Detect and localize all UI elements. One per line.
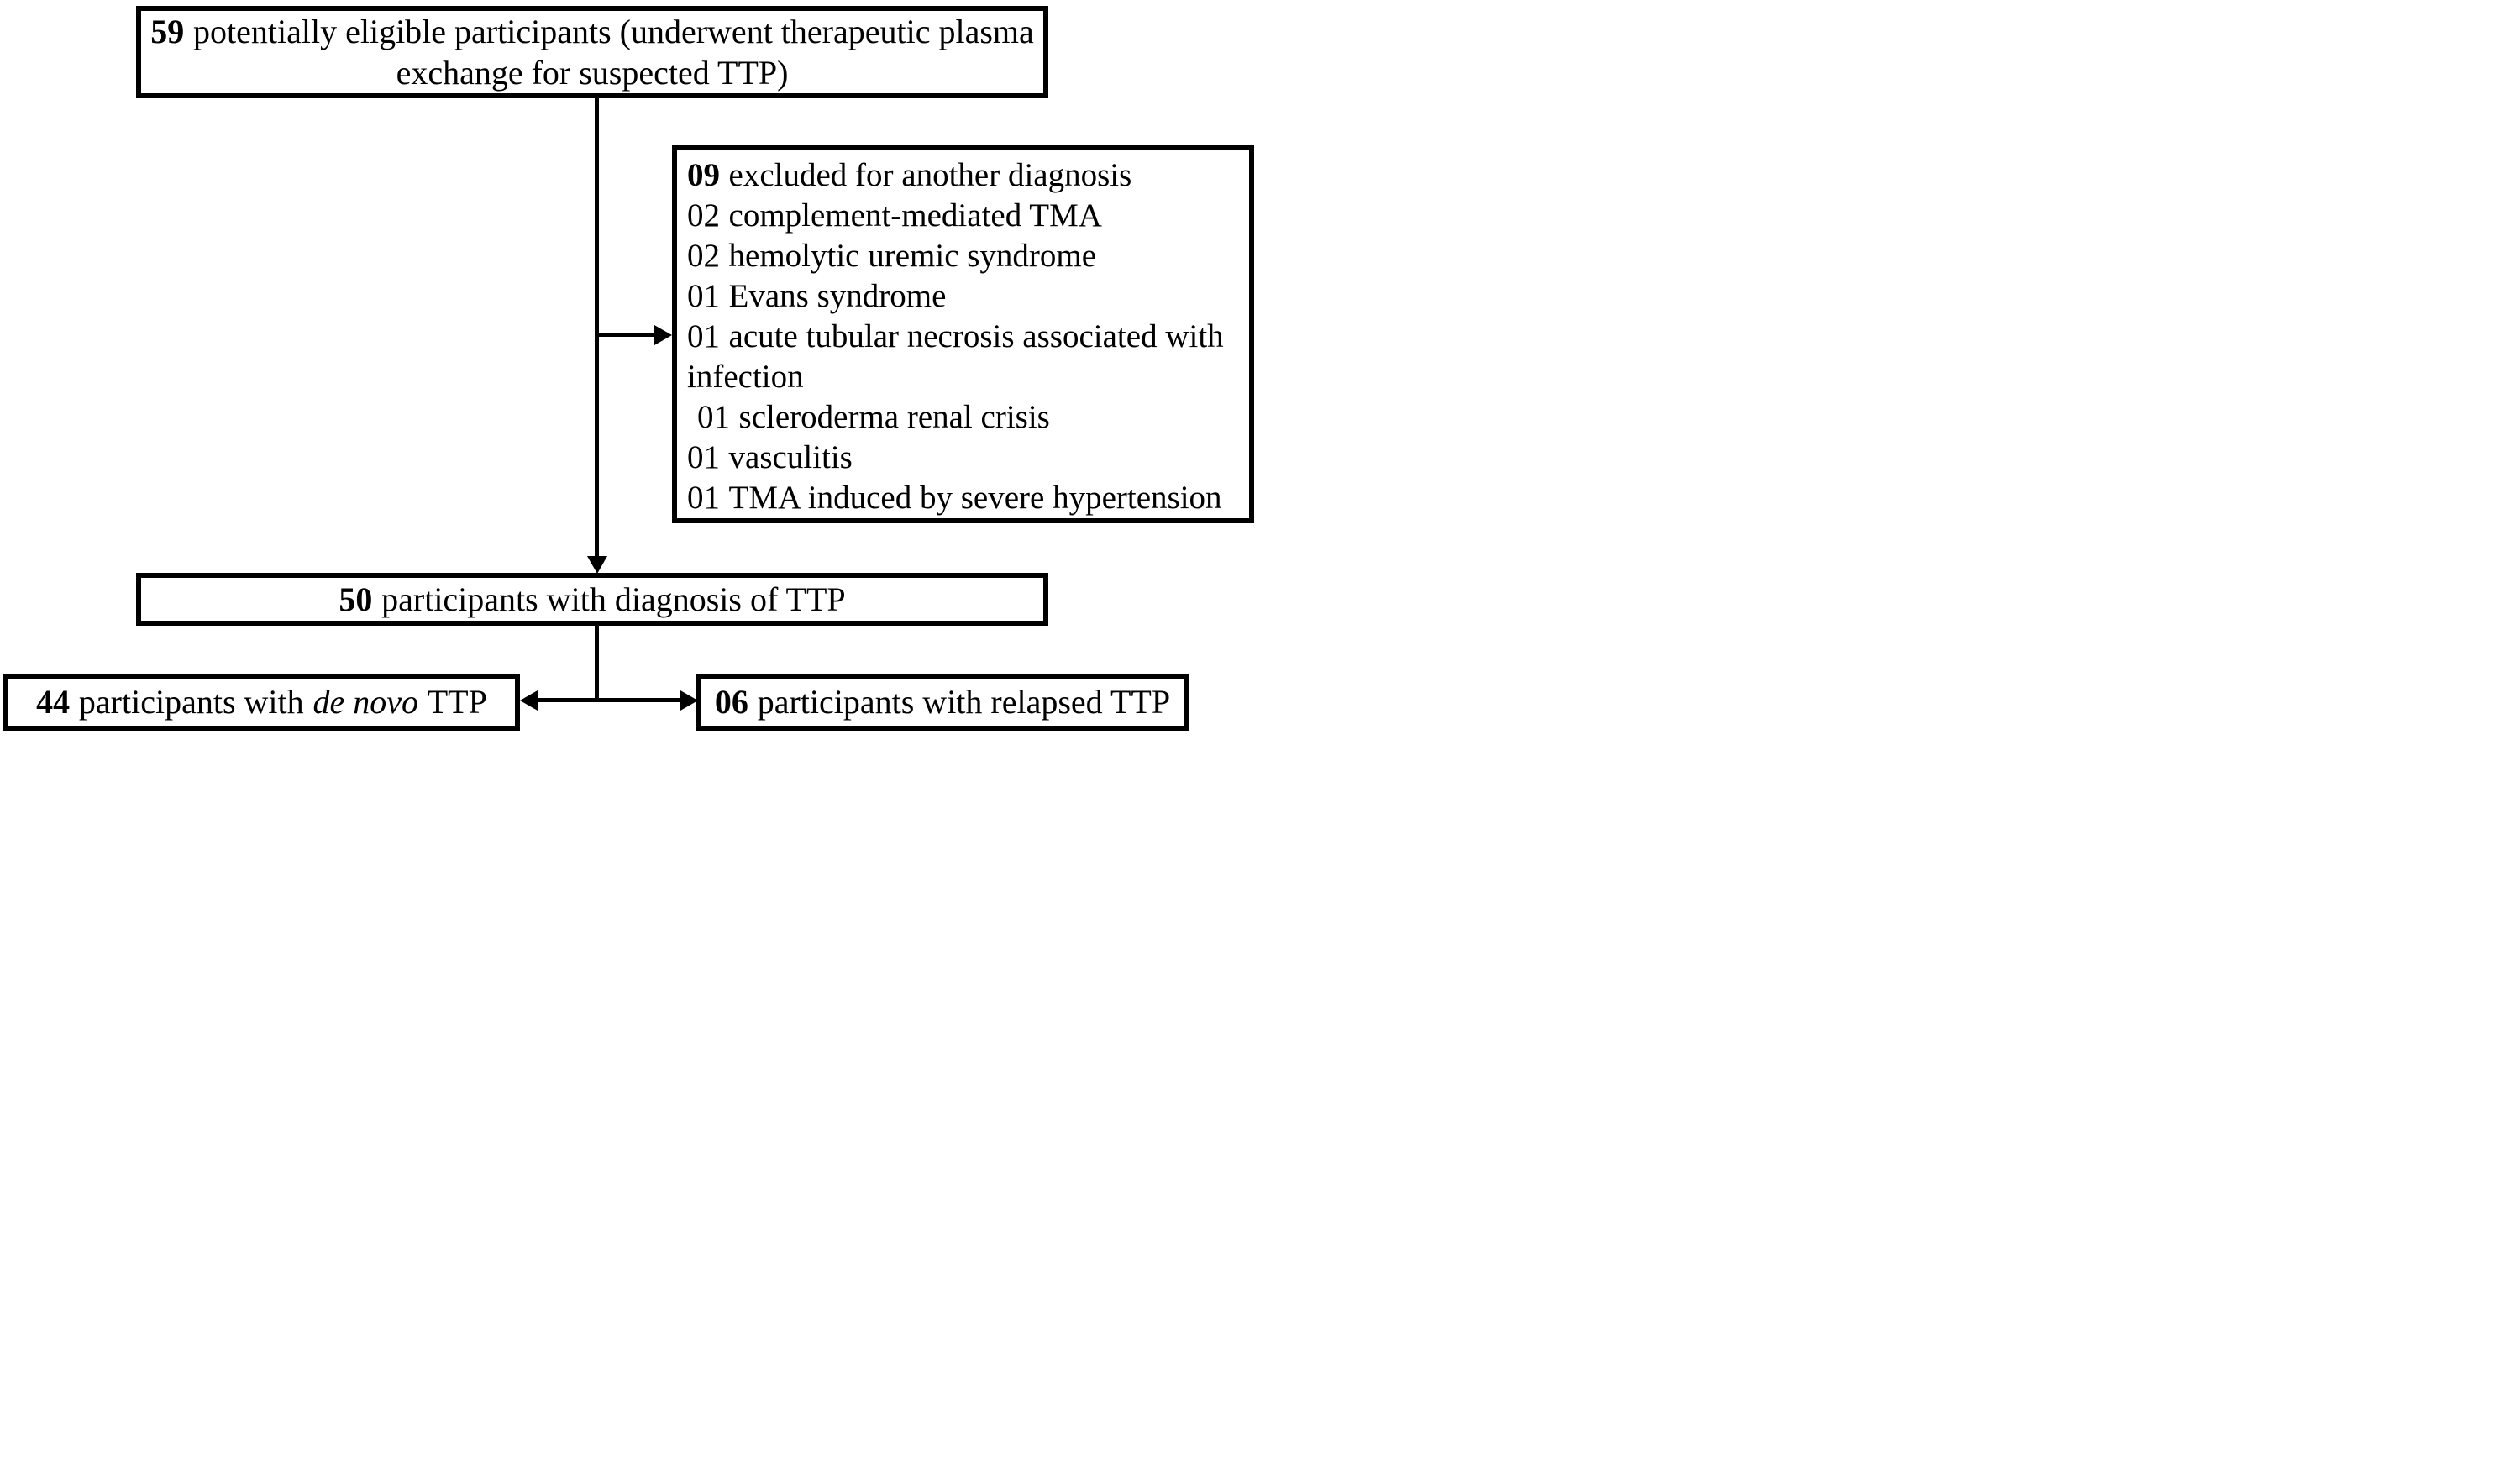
- eligible-label: potentially eligible participants (under…: [193, 13, 1034, 92]
- relapsed-count: 06: [714, 683, 748, 721]
- reason-label: scleroderma renal crisis: [738, 399, 1050, 435]
- reason-count: 01: [687, 318, 720, 354]
- eligible-count: 59: [150, 13, 185, 50]
- reason-count: 01: [697, 399, 730, 435]
- reason-label: hemolytic uremic syndrome: [728, 238, 1097, 274]
- excluded-header-label: excluded for another diagnosis: [728, 157, 1132, 193]
- de-novo-count: 44: [36, 683, 71, 721]
- reason-label: vasculitis: [728, 439, 853, 475]
- connector-top-to-diagnosis-line: [595, 98, 599, 557]
- reason-label: complement-mediated TMA: [728, 197, 1102, 234]
- arrowhead-down-diagnosis: [587, 556, 607, 574]
- arrowhead-left-denovo: [520, 690, 538, 711]
- arrowhead-right-excluded: [654, 325, 672, 345]
- de-novo-post: TTP: [427, 683, 487, 721]
- connector-split-line: [536, 698, 681, 702]
- reason-count: 02: [687, 238, 720, 274]
- reason-label: TMA induced by severe hypertension: [728, 480, 1222, 516]
- connector-diagnosis-to-split-line: [595, 626, 599, 701]
- reason-label: Evans syndrome: [728, 278, 947, 314]
- reason-count: 01: [687, 439, 720, 475]
- de-novo-italic: de novo: [312, 683, 418, 721]
- reason-label: acute tubular necrosis associated with i…: [687, 318, 1224, 395]
- diagnosis-label: participants with diagnosis of TTP: [381, 580, 846, 618]
- reason-count: 01: [687, 278, 720, 314]
- diagnosis-count: 50: [339, 580, 373, 618]
- arrowhead-right-relapsed: [680, 690, 698, 711]
- relapsed-label: participants with relapsed TTP: [757, 683, 1171, 721]
- excluded-count: 09: [687, 157, 720, 193]
- reason-count: 02: [687, 197, 720, 234]
- reason-count: 01: [687, 480, 720, 516]
- connector-to-excluded-line: [595, 333, 662, 337]
- de-novo-pre: participants with: [78, 683, 304, 721]
